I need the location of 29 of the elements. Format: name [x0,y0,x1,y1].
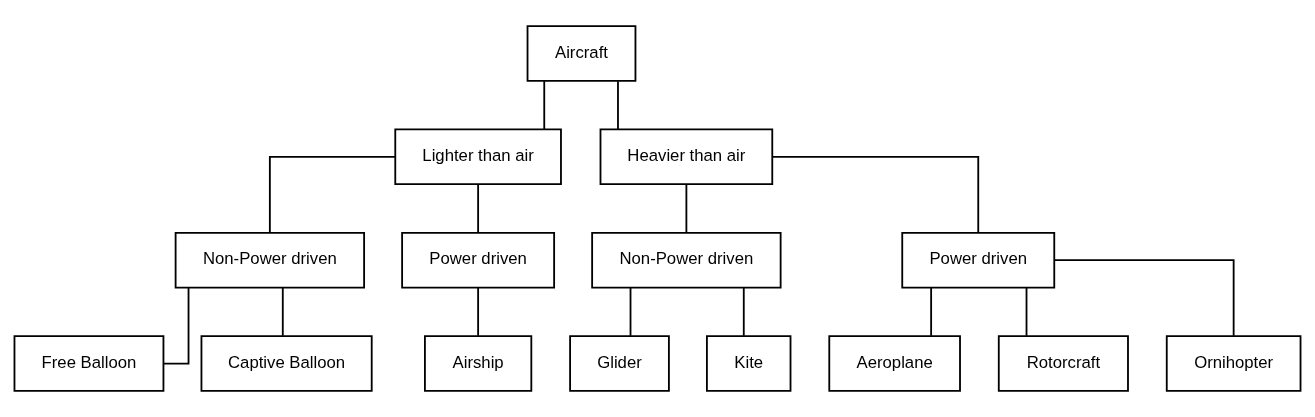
node-box: Power driven [401,231,556,289]
node-box: Power driven [901,231,1056,289]
node-box: Non-Power driven [591,231,782,289]
connector [543,80,546,130]
node-box: Aircraft [526,25,637,82]
connector [477,183,480,234]
connector [685,183,688,234]
node-box: Airship [424,335,533,392]
connector [930,286,933,337]
connector [617,80,619,130]
node-box: Lighter than air [394,128,562,186]
node-box: Captive Balloon [200,335,373,392]
connector [163,286,190,365]
connector [1025,286,1028,337]
connector [771,155,980,234]
connector [1054,259,1235,337]
connector [742,286,745,337]
node-box: Kite [706,335,792,392]
node-box: Rotorcraft [997,335,1129,392]
node-box: Aeroplane [828,335,961,392]
connector [268,155,397,234]
node-box: Non-Power driven [174,231,366,289]
node-box: Glider [569,335,670,392]
connector [629,286,632,337]
node-box: Ornihopter [1165,335,1302,392]
node-box: Free Balloon [13,335,165,392]
node-box: Heavier than air [599,128,774,186]
connector [281,286,284,337]
connector [477,286,480,337]
